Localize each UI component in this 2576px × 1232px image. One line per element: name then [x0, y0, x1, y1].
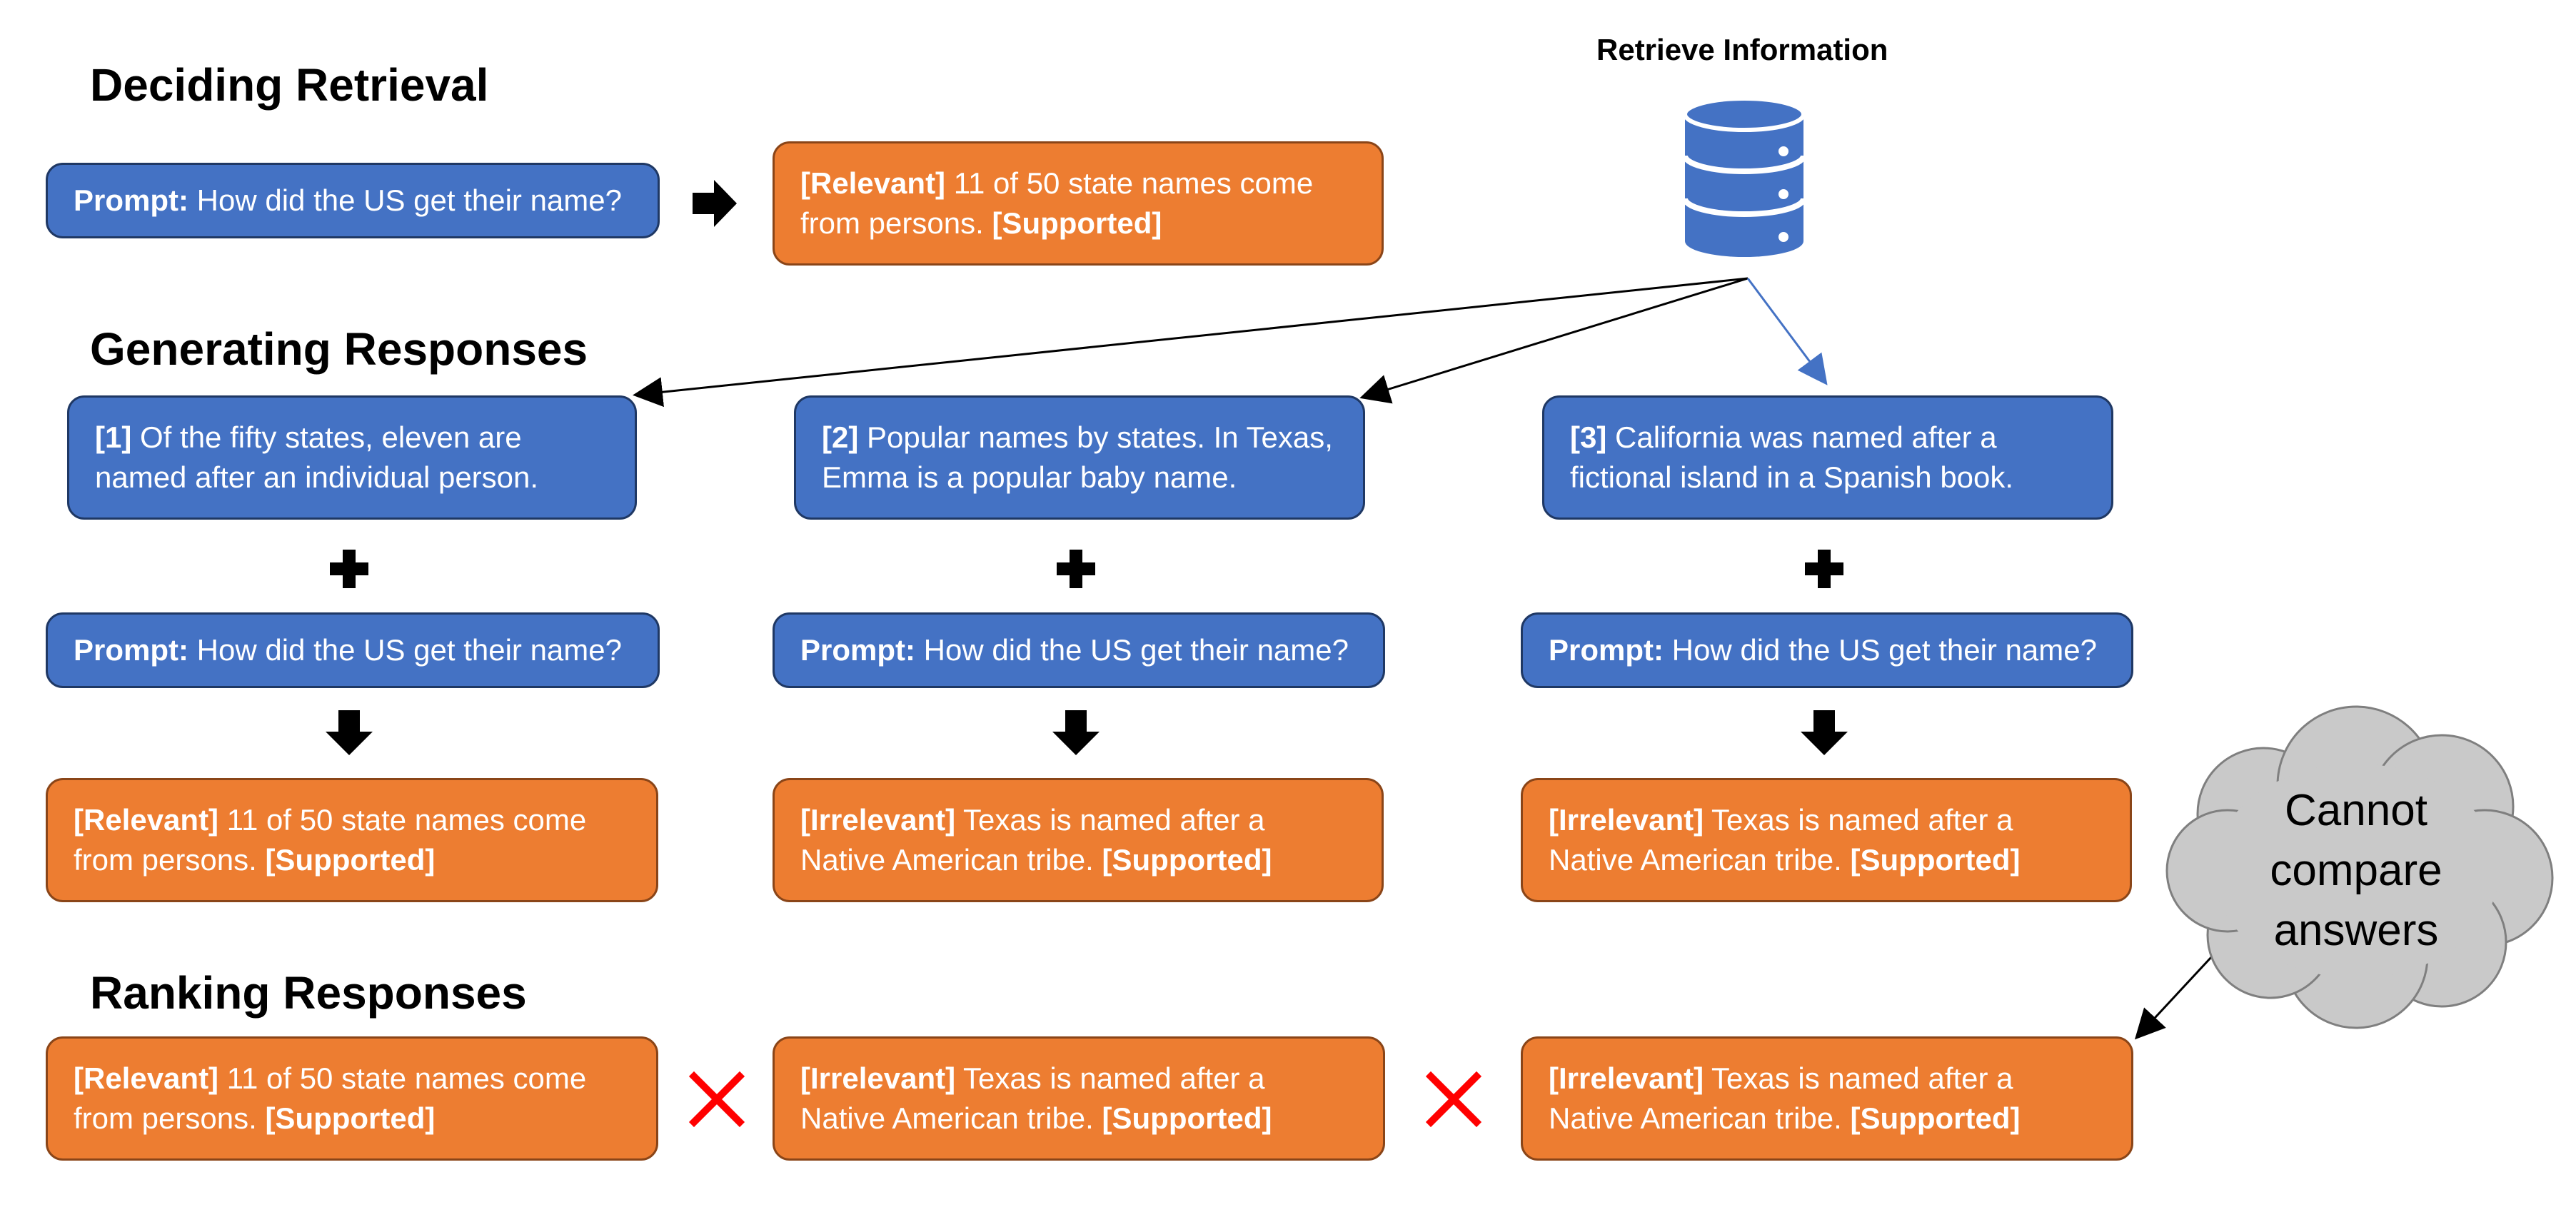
ranked-response-box: [Relevant] 11 of 50 state names come fro… — [46, 1036, 658, 1161]
plus-icon — [1805, 550, 1843, 588]
prompt-label: Prompt: — [1549, 633, 1664, 667]
passage-tag: [2] — [822, 420, 859, 454]
prompt-text: How did the US get their name? — [1664, 633, 2097, 667]
prompt-box: Prompt: How did the US get their name? — [46, 163, 660, 238]
cloud-text: Cannot compare answers — [2270, 786, 2442, 955]
relevance-tag: [Irrelevant] — [800, 803, 956, 837]
prompt-text: How did the US get their name? — [188, 183, 622, 217]
response-text: 11 of 50 state names come from persons. — [74, 803, 587, 877]
heading-ranking-responses: Ranking Responses — [90, 967, 527, 1019]
support-tag: [Supported] — [265, 1101, 436, 1135]
heading-deciding-retrieval: Deciding Retrieval — [90, 59, 489, 111]
relevance-tag: [Relevant] — [800, 166, 946, 200]
support-tag: [Supported] — [1850, 843, 2021, 877]
response-text: 11 of 50 state names come from persons. — [74, 1061, 587, 1135]
prompt-label: Prompt: — [800, 633, 915, 667]
relevance-tag: [Relevant] — [74, 803, 219, 837]
passage-box: [2] Popular names by states. In Texas, E… — [794, 395, 1365, 520]
response-text: Texas is named after a Native American t… — [1549, 803, 2013, 877]
relevance-tag: [Irrelevant] — [1549, 1061, 1704, 1095]
passage-box: [3] California was named after a fiction… — [1542, 395, 2113, 520]
response-text: Texas is named after a Native American t… — [1549, 1061, 2013, 1135]
cross-icon — [688, 1071, 745, 1128]
prompt-text: How did the US get their name? — [188, 633, 622, 667]
arrow-down-icon — [326, 710, 373, 755]
response-box: [Irrelevant] Texas is named after a Nati… — [773, 778, 1384, 902]
support-tag: [Supported] — [1102, 1101, 1272, 1135]
passage-tag: [1] — [95, 420, 132, 454]
database-icon — [1682, 96, 1806, 257]
response-box: [Irrelevant] Texas is named after a Nati… — [1521, 778, 2132, 902]
response-text: 11 of 50 state names come from persons. — [800, 166, 1314, 240]
arrow-down-icon — [1052, 710, 1100, 755]
retrieve-information-label: Retrieve Information — [1596, 33, 1888, 66]
relevance-tag: [Irrelevant] — [800, 1061, 956, 1095]
passage-text: Of the fifty states, eleven are named af… — [95, 420, 539, 494]
passage-text: Popular names by states. In Texas, Emma … — [822, 420, 1333, 494]
arrow-down-icon — [1801, 710, 1848, 755]
support-tag: [Supported] — [1850, 1101, 2021, 1135]
prompt-label: Prompt: — [74, 183, 188, 217]
passage-text: California was named after a fictional i… — [1570, 420, 2014, 494]
support-tag: [Supported] — [992, 206, 1162, 240]
passage-box: [1] Of the fifty states, eleven are name… — [67, 395, 637, 520]
ranked-response-box: [Irrelevant] Texas is named after a Nati… — [773, 1036, 1385, 1161]
response-text: Texas is named after a Native American t… — [800, 1061, 1265, 1135]
plus-icon — [330, 550, 368, 588]
prompt-label: Prompt: — [74, 633, 188, 667]
response-box: [Relevant] 11 of 50 state names come fro… — [773, 141, 1384, 266]
arrow-right-icon — [693, 180, 737, 227]
heading-generating-responses: Generating Responses — [90, 323, 588, 375]
response-text: Texas is named after a Native American t… — [800, 803, 1265, 877]
prompt-box: Prompt: How did the US get their name? — [773, 612, 1385, 688]
prompt-box: Prompt: How did the US get their name? — [1521, 612, 2133, 688]
ranked-response-box: [Irrelevant] Texas is named after a Nati… — [1521, 1036, 2133, 1161]
passage-tag: [3] — [1570, 420, 1607, 454]
response-box: [Relevant] 11 of 50 state names come fro… — [46, 778, 658, 902]
relevance-tag: [Relevant] — [74, 1061, 219, 1095]
plus-icon — [1057, 550, 1095, 588]
prompt-box: Prompt: How did the US get their name? — [46, 612, 660, 688]
cross-icon — [1425, 1071, 1482, 1128]
relevance-tag: [Irrelevant] — [1549, 803, 1704, 837]
prompt-text: How did the US get their name? — [915, 633, 1349, 667]
support-tag: [Supported] — [1102, 843, 1272, 877]
support-tag: [Supported] — [265, 843, 436, 877]
